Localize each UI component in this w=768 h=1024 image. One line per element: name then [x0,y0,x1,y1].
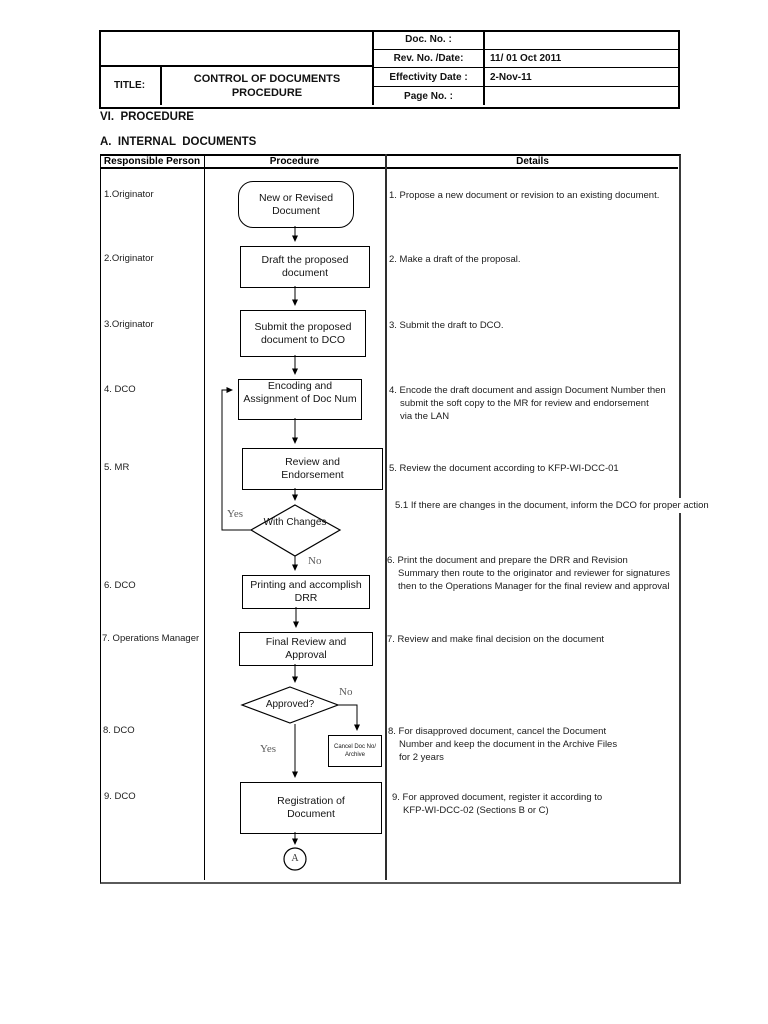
branch-label-yes-changes: Yes [227,508,244,520]
title-label: TITLE: [113,80,146,91]
header-row-line-3 [372,86,678,87]
document-title: CONTROL OF DOCUMENTS PROCEDURE [193,72,341,99]
detail-5: 5. Review the document according to KFP-… [389,463,619,474]
detail-7: 7. Review and make final decision on the… [387,634,605,645]
flow-submit-document-to-dco: Submit the proposed document to DCO [240,310,366,357]
header-row-line-1 [372,49,678,50]
flow-registration-of-document: Registration of Document [240,782,382,834]
detail-1: 1. Propose a new document or revision to… [389,190,660,201]
detail-5-1: 5.1 If there are changes in the document… [395,498,712,513]
effectivity-date-value: 2-Nov-11 [490,71,532,83]
responsible-4: 4. DCO [104,384,136,395]
flow-draft-proposed-document: Draft the proposed document [240,246,370,288]
detail-6: 6. Print the document and prepare the DR… [387,555,670,592]
detail-8: 8. For disapproved document, cancel the … [388,726,618,763]
decision-approved-label: Approved? [265,699,315,710]
header-row-line-2 [372,67,678,68]
section-heading-internal-documents: A. INTERNAL DOCUMENTS [100,136,257,148]
doc-no-value [485,30,680,49]
column-header-procedure: Procedure [269,156,320,167]
flow-encoding-assignment-doc-num: Encoding and Assignment of Doc Num [238,379,362,420]
flow-review-and-endorsement: Review and Endorsement [242,448,383,490]
responsible-8: 8. DCO [103,725,135,736]
detail-4: 4. Encode the draft document and assign … [389,385,666,422]
responsible-2: 2.Originator [104,253,154,264]
flow-cancel-doc-no-archive: Cancel Doc No/ Archive [328,735,382,767]
detail-3: 3. Submit the draft to DCO. [389,320,504,331]
document-header-table [99,30,680,109]
responsible-7: 7. Operations Manager [102,633,200,644]
rev-no-value: 11/ 01 Oct 2011 [490,53,562,64]
table-divider-responsible-procedure [204,154,205,880]
rev-no-label: Rev. No. /Date: [393,53,464,64]
doc-no-label: Doc. No. : [405,34,452,45]
flow-final-review-approval: Final Review and Approval [239,632,373,666]
decision-with-changes-label: With Changes [263,517,327,528]
header-title-divider [160,66,162,105]
branch-label-yes-approved: Yes [260,743,277,755]
branch-label-no-changes: No [308,555,322,567]
responsible-5: 5. MR [104,462,130,473]
column-header-responsible-person: Responsible Person [103,156,201,167]
procedure-table [100,154,681,884]
responsible-9: 9. DCO [104,791,136,802]
responsible-1: 1.Originator [104,189,154,200]
table-divider-procedure-details [385,154,387,880]
responsible-3: 3.Originator [104,319,154,330]
table-header-underline [100,166,678,169]
page-no-value [485,87,680,105]
header-left-row-divider [99,65,372,67]
column-header-details: Details [516,156,549,167]
section-heading-procedure: VI. PROCEDURE [100,111,194,123]
flow-printing-accomplish-drr: Printing and accomplish DRR [242,575,370,609]
branch-label-no-approved: No [339,686,353,698]
detail-2: 2. Make a draft of the proposal. [389,254,521,265]
connector-a-label: A [291,853,299,864]
effectivity-date-label: Effectivity Date : [389,71,468,83]
page-no-label: Page No. : [404,90,453,102]
detail-9: 9. For approved document, register it ac… [392,792,603,816]
flow-start-new-or-revised-document: New or Revised Document [238,181,354,228]
responsible-6: 6. DCO [104,580,136,591]
